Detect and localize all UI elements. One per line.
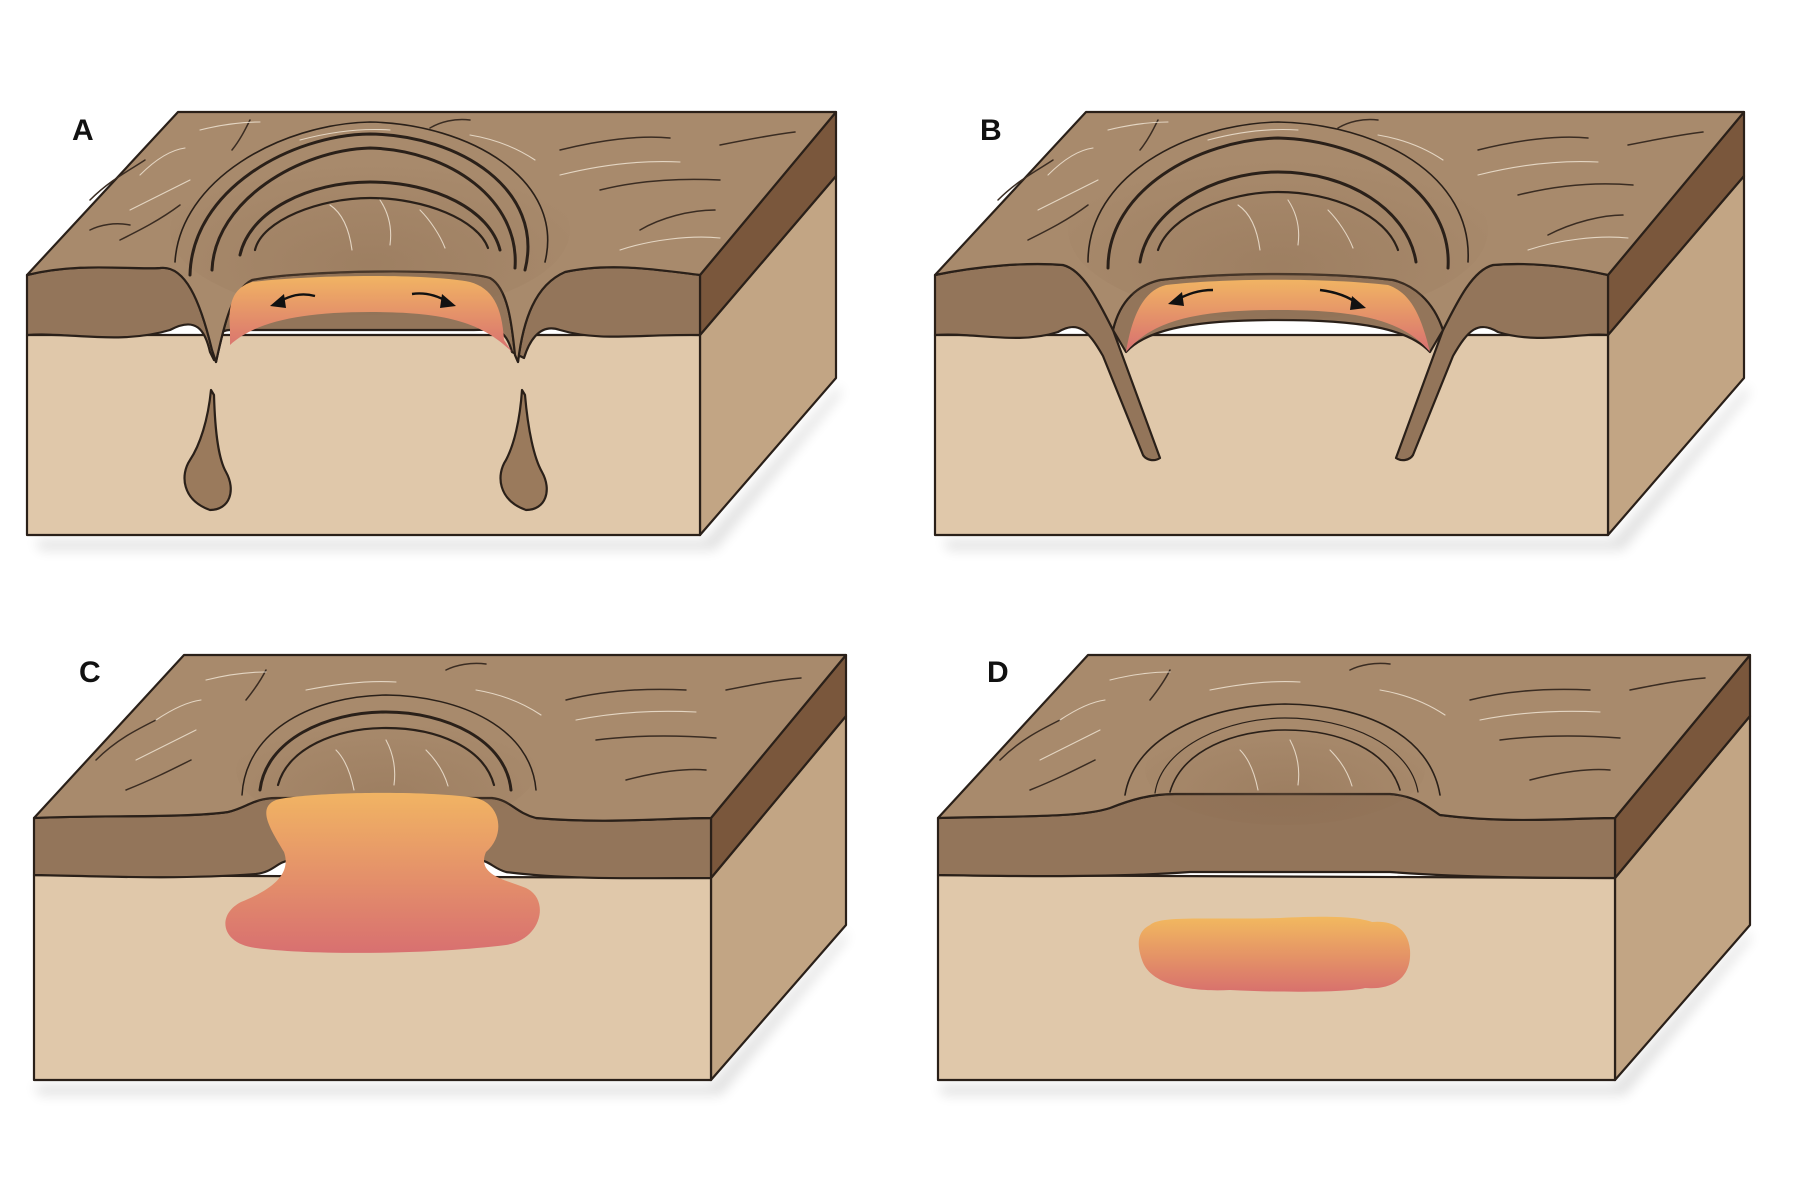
mantle-front-face <box>25 333 702 537</box>
ring-fault <box>253 196 490 252</box>
ring-fault <box>210 146 517 272</box>
depression-shading <box>1145 715 1425 825</box>
ring-fault <box>238 180 502 257</box>
arrow-right-icon <box>411 292 456 308</box>
panel-c: C <box>32 653 848 1095</box>
ring-fault <box>1087 121 1469 263</box>
magma-chamber <box>1138 916 1411 992</box>
depression-shading <box>170 145 570 315</box>
panel-label: A <box>72 114 94 147</box>
mantle-front-face <box>933 333 1610 537</box>
ring-fault <box>174 121 549 263</box>
arrow-right-icon <box>1319 288 1366 310</box>
arrow-left-icon <box>1168 288 1214 306</box>
ring-fault <box>276 726 496 787</box>
ring-fault <box>1124 703 1441 796</box>
ring-fault <box>241 694 537 796</box>
ring-fault <box>1106 136 1450 270</box>
ring-fault <box>1156 190 1400 252</box>
fault-drop-left <box>183 388 232 512</box>
ring-fault <box>1138 170 1418 264</box>
panel-a: A <box>25 110 840 550</box>
panel-label: B <box>980 114 1002 147</box>
ring-fault <box>1154 717 1419 794</box>
panel-d: D <box>936 653 1752 1095</box>
panel-label: D <box>987 656 1009 689</box>
panel-label: C <box>79 656 101 689</box>
ring-fault <box>1169 729 1401 793</box>
panel-b: B <box>933 110 1748 550</box>
ring-fault <box>258 710 513 792</box>
arrow-left-icon <box>270 293 316 308</box>
fault-drop-right <box>499 388 548 512</box>
magma-chamber <box>225 792 540 953</box>
ring-fault <box>188 132 530 277</box>
depression-shading <box>1068 140 1488 320</box>
